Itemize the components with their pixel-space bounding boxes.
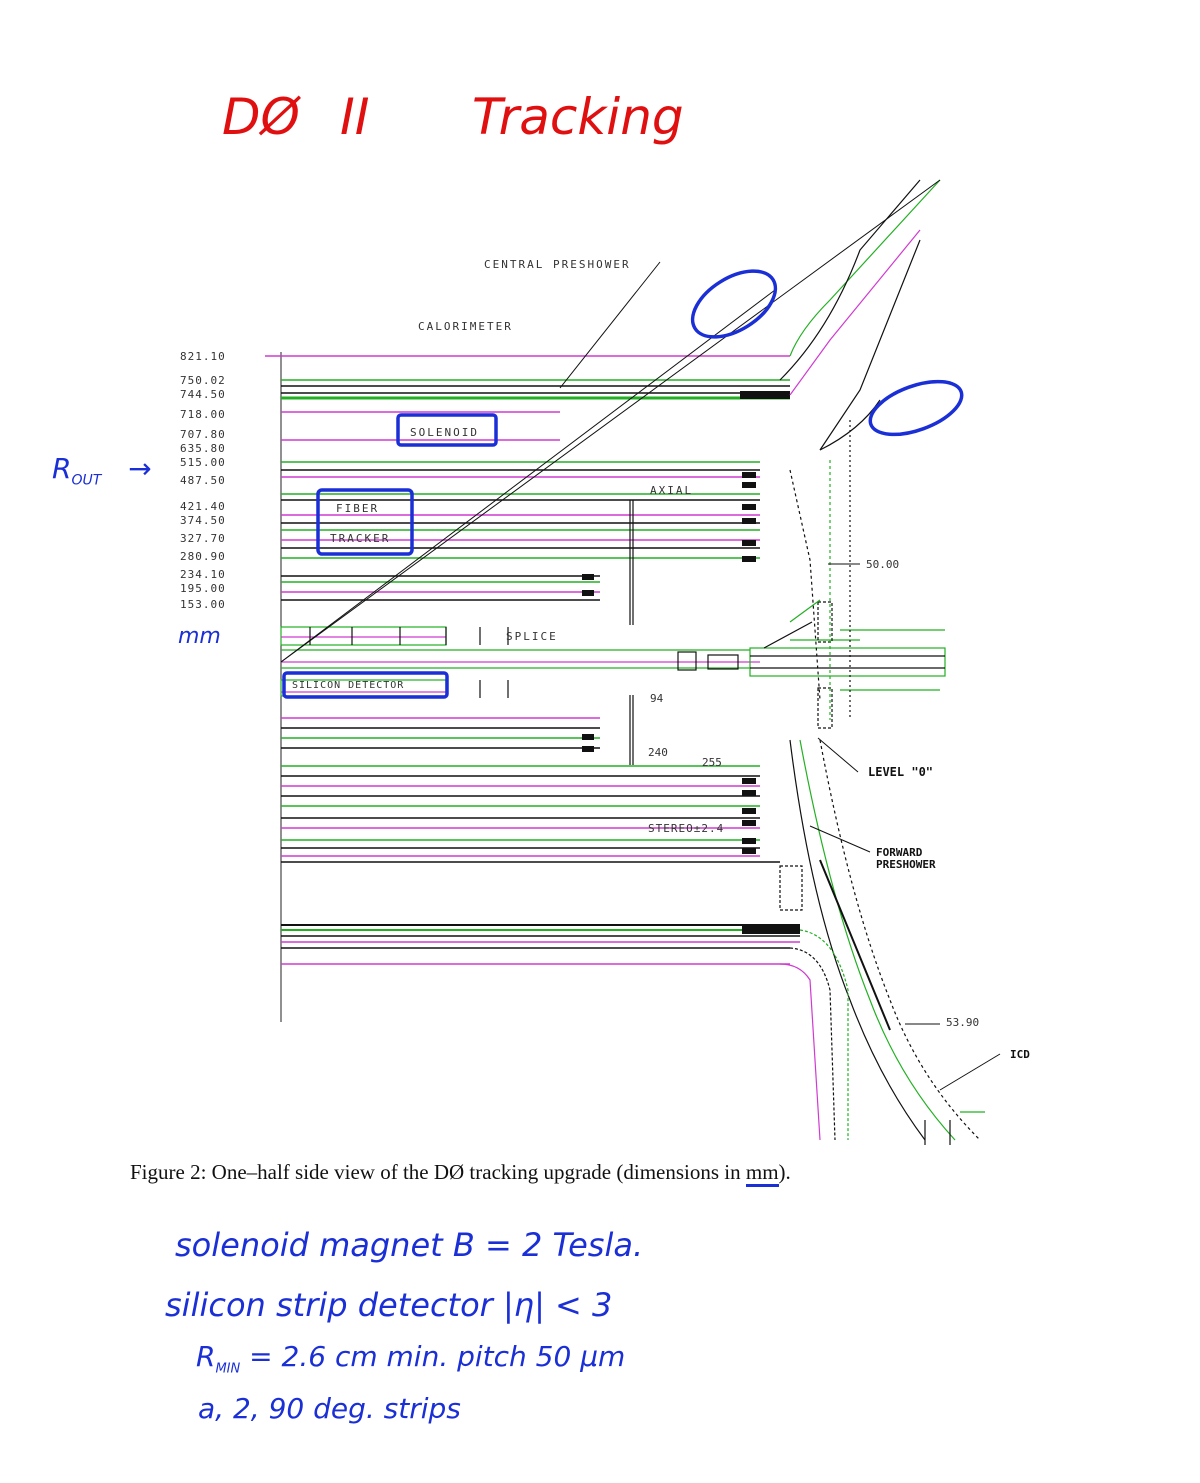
fiber-connectors-lower [582, 734, 800, 934]
title-tracking: Tracking [472, 88, 684, 146]
upper-layers [265, 355, 790, 601]
label-z-255: 255 [702, 756, 722, 769]
label-level0: LEVEL "0" [868, 765, 933, 779]
circle-forward-preshower [868, 379, 964, 437]
arrow-right-icon: → [128, 452, 152, 485]
label-icd: ICD [1010, 1048, 1030, 1061]
leader-lines [809, 563, 1001, 1091]
silicon-region [280, 500, 760, 765]
r-out-letter: R [52, 452, 72, 485]
label-splice: SPLICE [506, 630, 558, 643]
label-central-preshower: CENTRAL PRESHOWER [484, 258, 631, 271]
label-forward: FORWARD [876, 846, 923, 859]
label-angle-53: 53.90 [946, 1016, 979, 1029]
radius-label: 718.00 [180, 408, 226, 421]
label-solenoid: SOLENOID [410, 426, 479, 439]
circle-central-preshower [690, 269, 778, 339]
radius-label: 515.00 [180, 456, 226, 469]
caption-suffix: ). [778, 1160, 791, 1184]
radius-label: 153.00 [180, 598, 226, 611]
radius-label: 327.70 [180, 532, 226, 545]
r-out-subscript: OUT [71, 472, 102, 489]
beam-pipe-flange [677, 599, 946, 729]
blue-annotations [282, 269, 964, 699]
radius-label: 744.50 [180, 388, 226, 401]
radius-label: 487.50 [180, 474, 226, 487]
caption-unit: mm [745, 1160, 779, 1187]
note-silicon: silicon strip detector |η| < 3 [165, 1286, 613, 1324]
label-angle-50: 50.00 [866, 558, 899, 571]
box-fiber-tracker [316, 488, 414, 556]
radius-label: 195.00 [180, 582, 226, 595]
label-z-94: 94 [650, 692, 664, 705]
label-axial: AXIAL [650, 484, 693, 497]
figure-caption: Figure 2: One–half side view of the DØ t… [130, 1160, 1030, 1187]
radius-label: 280.90 [180, 550, 226, 563]
title-d0: DØ [222, 88, 300, 146]
note-strips: a, 2, 90 deg. strips [198, 1392, 461, 1425]
title-roman-two: II [340, 88, 370, 146]
fiber-connectors-upper [582, 472, 756, 596]
label-fiber: FIBER [336, 502, 379, 515]
radius-label: 234.10 [180, 568, 226, 581]
r-out-annotation: ROUT → [52, 452, 152, 489]
note-rmin-value: = 2.6 cm min. pitch 50 μm [240, 1340, 626, 1373]
eta-lines [280, 179, 941, 663]
box-solenoid [396, 413, 498, 447]
outer-curves [779, 179, 985, 1145]
mm-annotation: mm [178, 624, 221, 649]
note-rmin-subscript: MIN [215, 1361, 241, 1377]
label-stereo: STEREO±2.4 [648, 822, 724, 835]
radius-label: 635.80 [180, 442, 226, 455]
note-rmin: RMIN = 2.6 cm min. pitch 50 μm [196, 1340, 625, 1377]
caption-text: Figure 2: One–half side view of the DØ t… [130, 1160, 746, 1184]
handwritten-title: DØ II Tracking [222, 78, 684, 158]
label-silicon-detector: SILICON DETECTOR [292, 680, 404, 691]
radius-label: 750.02 [180, 374, 226, 387]
radius-label: 821.10 [180, 350, 226, 363]
label-z-240: 240 [648, 746, 668, 759]
radius-label: 421.40 [180, 500, 226, 513]
lower-layers [281, 717, 800, 965]
note-solenoid: solenoid magnet B = 2 Tesla. [175, 1226, 644, 1264]
box-silicon-detector [282, 671, 449, 699]
label-tracker: TRACKER [330, 532, 390, 545]
note-rmin-letter: R [196, 1340, 216, 1373]
radius-label: 707.80 [180, 428, 226, 441]
label-preshower: PRESHOWER [876, 858, 936, 871]
radius-label: 374.50 [180, 514, 226, 527]
label-calorimeter: CALORIMETER [418, 320, 513, 333]
